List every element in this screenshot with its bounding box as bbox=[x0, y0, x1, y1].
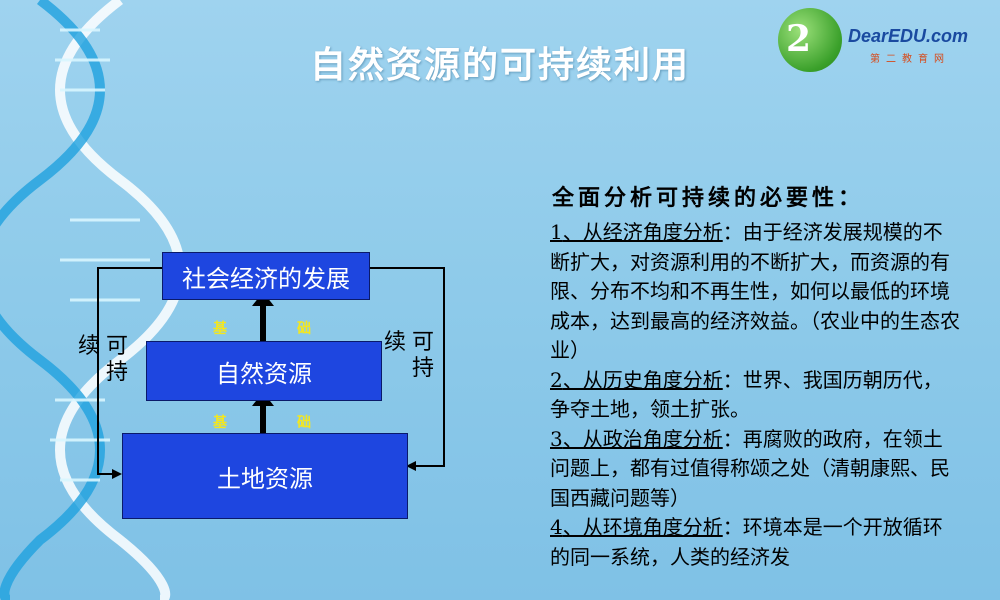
right-label-chi: 持 bbox=[412, 356, 435, 381]
section-history: 2、从历史角度分析：世界、我国历朝历代，争夺土地，领土扩张。 bbox=[550, 366, 960, 425]
dna-helix-decoration bbox=[0, 0, 185, 600]
basis-label-lower-2: 础 bbox=[297, 415, 311, 431]
section-number: 1 bbox=[550, 220, 563, 244]
analysis-panel: 全面分析可持续的必要性： 1、从经济角度分析：由于经济发展规模的不断扩大，对资源… bbox=[526, 180, 976, 572]
section-title: 、从历史角度分析 bbox=[562, 367, 723, 392]
section-title: 、从经济角度分析 bbox=[562, 220, 723, 244]
logo-circle-icon bbox=[778, 8, 842, 72]
left-label-xu: 续 bbox=[78, 334, 101, 359]
section-text: ：再腐败的政府，在领土问题上，都有过值得称颂之处（清朝康熙、民国西藏问题等） bbox=[550, 426, 950, 510]
logo-text: DearEDU.com bbox=[848, 26, 969, 46]
logo-subtext: 第二教育网 bbox=[870, 54, 950, 65]
section-politics: 3、从政治角度分析：再腐败的政府，在领土问题上，都有过值得称颂之处（清朝康熙、民… bbox=[550, 425, 960, 514]
basis-label-lower-1: 基 bbox=[213, 415, 227, 431]
panel-heading: 全面分析可持续的必要性： bbox=[552, 185, 865, 211]
section-title: 、从环境角度分析 bbox=[562, 515, 723, 539]
section-text: ：世界、我国历朝历代，争夺土地，领土扩张。 bbox=[550, 367, 943, 422]
section-title: 、从政治角度分析 bbox=[562, 426, 723, 451]
right-label-ke: 可 bbox=[412, 330, 435, 355]
site-logo: 2 DearEDU.com 第二教育网 bbox=[778, 8, 978, 72]
section-text: ：由于经济发展规模的不断扩大，对资源利用的不断扩大，而资源的有限、分布不均和不再… bbox=[550, 220, 960, 362]
section-text: ：环境本是一个开放循环的同一系统，人类的经济发 bbox=[550, 515, 943, 569]
basis-label-upper-1: 基 bbox=[213, 321, 227, 337]
left-label-ke: 可 bbox=[106, 334, 129, 359]
basis-label-upper-2: 础 bbox=[297, 321, 311, 337]
section-economic: 1、从经济角度分析：由于经济发展规模的不断扩大，对资源利用的不断扩大，而资源的有… bbox=[550, 218, 960, 366]
land-resources-box: 土地资源 bbox=[122, 433, 408, 519]
section-environment: 4、从环境角度分析：环境本是一个开放循环的同一系统，人类的经济发 bbox=[550, 513, 960, 572]
section-number: 4 bbox=[550, 515, 563, 539]
left-label-chi: 持 bbox=[106, 360, 129, 385]
section-number: 3 bbox=[550, 426, 563, 451]
social-economic-development-box: 社会经济的发展 bbox=[162, 252, 370, 300]
natural-resources-box: 自然资源 bbox=[146, 341, 382, 401]
right-label-xu: 续 bbox=[384, 330, 407, 355]
slide-title: 自然资源的可持续利用 bbox=[309, 45, 690, 86]
section-number: 2 bbox=[550, 367, 563, 392]
logo-mark: 2 bbox=[786, 18, 812, 60]
